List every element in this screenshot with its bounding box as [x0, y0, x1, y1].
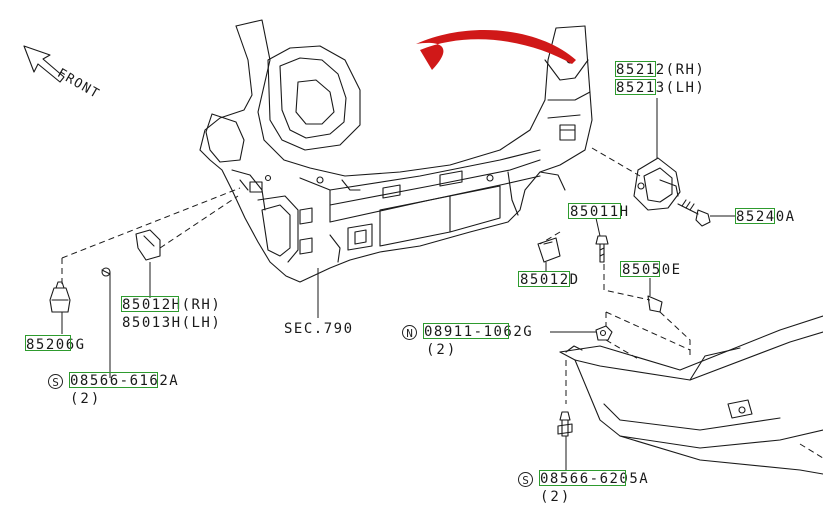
nut-symbol-icon: N: [402, 325, 417, 340]
part-label-85212-rh: 85212(RH): [616, 62, 706, 78]
part-label-08566-6205a: 08566-6205A: [540, 471, 650, 487]
section-reference: SEC.790: [284, 321, 354, 337]
part-label-85213-lh: 85213(LH): [616, 80, 706, 96]
clip-85050e: [647, 295, 663, 313]
screw-08566-6162a: [101, 267, 111, 277]
part-label-85012h-rh: 85012H(RH): [122, 297, 222, 313]
part-label-85050e: 85050E: [622, 262, 682, 278]
rear-body-panel: [199, 19, 593, 283]
clip-85012h: [135, 229, 161, 261]
grommet-85206g: [49, 281, 71, 313]
screw-symbol-icon: S: [518, 472, 533, 487]
bracket-85212: [633, 157, 681, 211]
part-qty-08566-6205a: (2): [540, 489, 572, 505]
part-label-85011h: 85011H: [570, 204, 630, 220]
nut-08911-1062g: [595, 325, 613, 341]
callout-arrow: [416, 30, 576, 71]
screw-08566-6205a: [557, 411, 573, 437]
bolt-85240a: [677, 199, 711, 227]
part-label-85240a: 85240A: [736, 209, 796, 225]
part-label-85012d: 85012D: [520, 272, 580, 288]
part-label-85206g: 85206G: [26, 337, 86, 353]
clip-85012d: [537, 237, 561, 263]
part-label-08911-1062g: 08911-1062G: [424, 324, 534, 340]
rear-bumper-fascia: [559, 315, 823, 475]
part-qty-08566-6162a: (2): [70, 391, 102, 407]
part-label-85013h-lh: 85013H(LH): [122, 315, 222, 331]
screw-symbol-icon: S: [48, 374, 63, 389]
part-qty-08911-1062g: (2): [426, 342, 458, 358]
clip-85011h: [595, 235, 609, 263]
front-arrow-icon: [23, 45, 65, 83]
part-label-08566-6162a: 08566-6162A: [70, 373, 180, 389]
